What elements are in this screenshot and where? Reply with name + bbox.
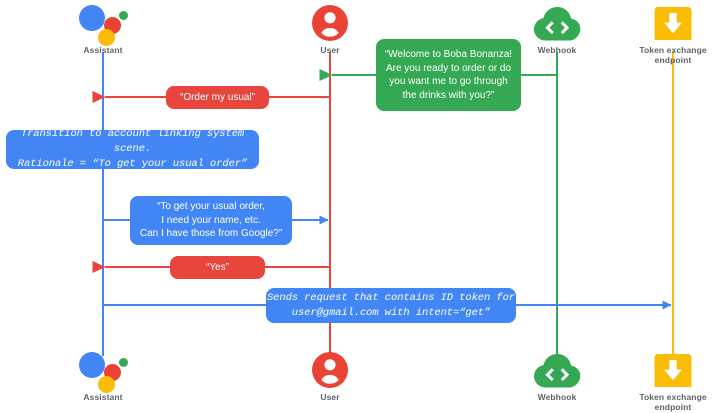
actor-header-webhook[interactable]: Webhook — [497, 2, 617, 55]
actor-footer-webhook[interactable]: Webhook — [497, 349, 617, 402]
actor-label-user: User — [320, 45, 340, 55]
actor-label-user: User — [320, 392, 340, 402]
message-consent-prompt: “To get your usual order, I need your na… — [130, 196, 292, 245]
note-transition: Transition to account linking system sce… — [6, 128, 259, 170]
actor-header-user[interactable]: User — [270, 2, 390, 55]
user-account-icon — [270, 2, 390, 44]
actor-label-webhook: Webhook — [537, 392, 577, 402]
google-assistant-icon — [43, 2, 163, 46]
actor-header-token-endpoint[interactable]: Token exchange endpoint — [613, 2, 725, 65]
message-yes: “Yes” — [170, 256, 265, 279]
message-order-my-usual: “Order my usual” — [166, 86, 269, 109]
actor-header-assistant[interactable]: Assistant — [43, 2, 163, 55]
download-box-icon — [613, 349, 725, 391]
actor-label-token-endpoint: Token exchange endpoint — [639, 45, 707, 65]
actor-footer-token-endpoint[interactable]: Token exchange endpoint — [613, 349, 725, 412]
actor-footer-user[interactable]: User — [270, 349, 390, 402]
actor-label-assistant: Assistant — [83, 45, 123, 55]
user-account-icon — [270, 349, 390, 391]
download-box-icon — [613, 2, 725, 44]
google-assistant-icon — [43, 349, 163, 393]
actor-label-webhook: Webhook — [537, 45, 577, 55]
actor-label-assistant: Assistant — [83, 392, 123, 402]
cloud-code-icon — [497, 2, 617, 44]
note-token-request: Sends request that contains ID token for… — [266, 288, 516, 323]
actor-label-token-endpoint: Token exchange endpoint — [639, 392, 707, 412]
actor-footer-assistant[interactable]: Assistant — [43, 349, 163, 402]
cloud-code-icon — [497, 349, 617, 391]
message-welcome: “Welcome to Boba Bonanza! Are you ready … — [376, 39, 521, 111]
